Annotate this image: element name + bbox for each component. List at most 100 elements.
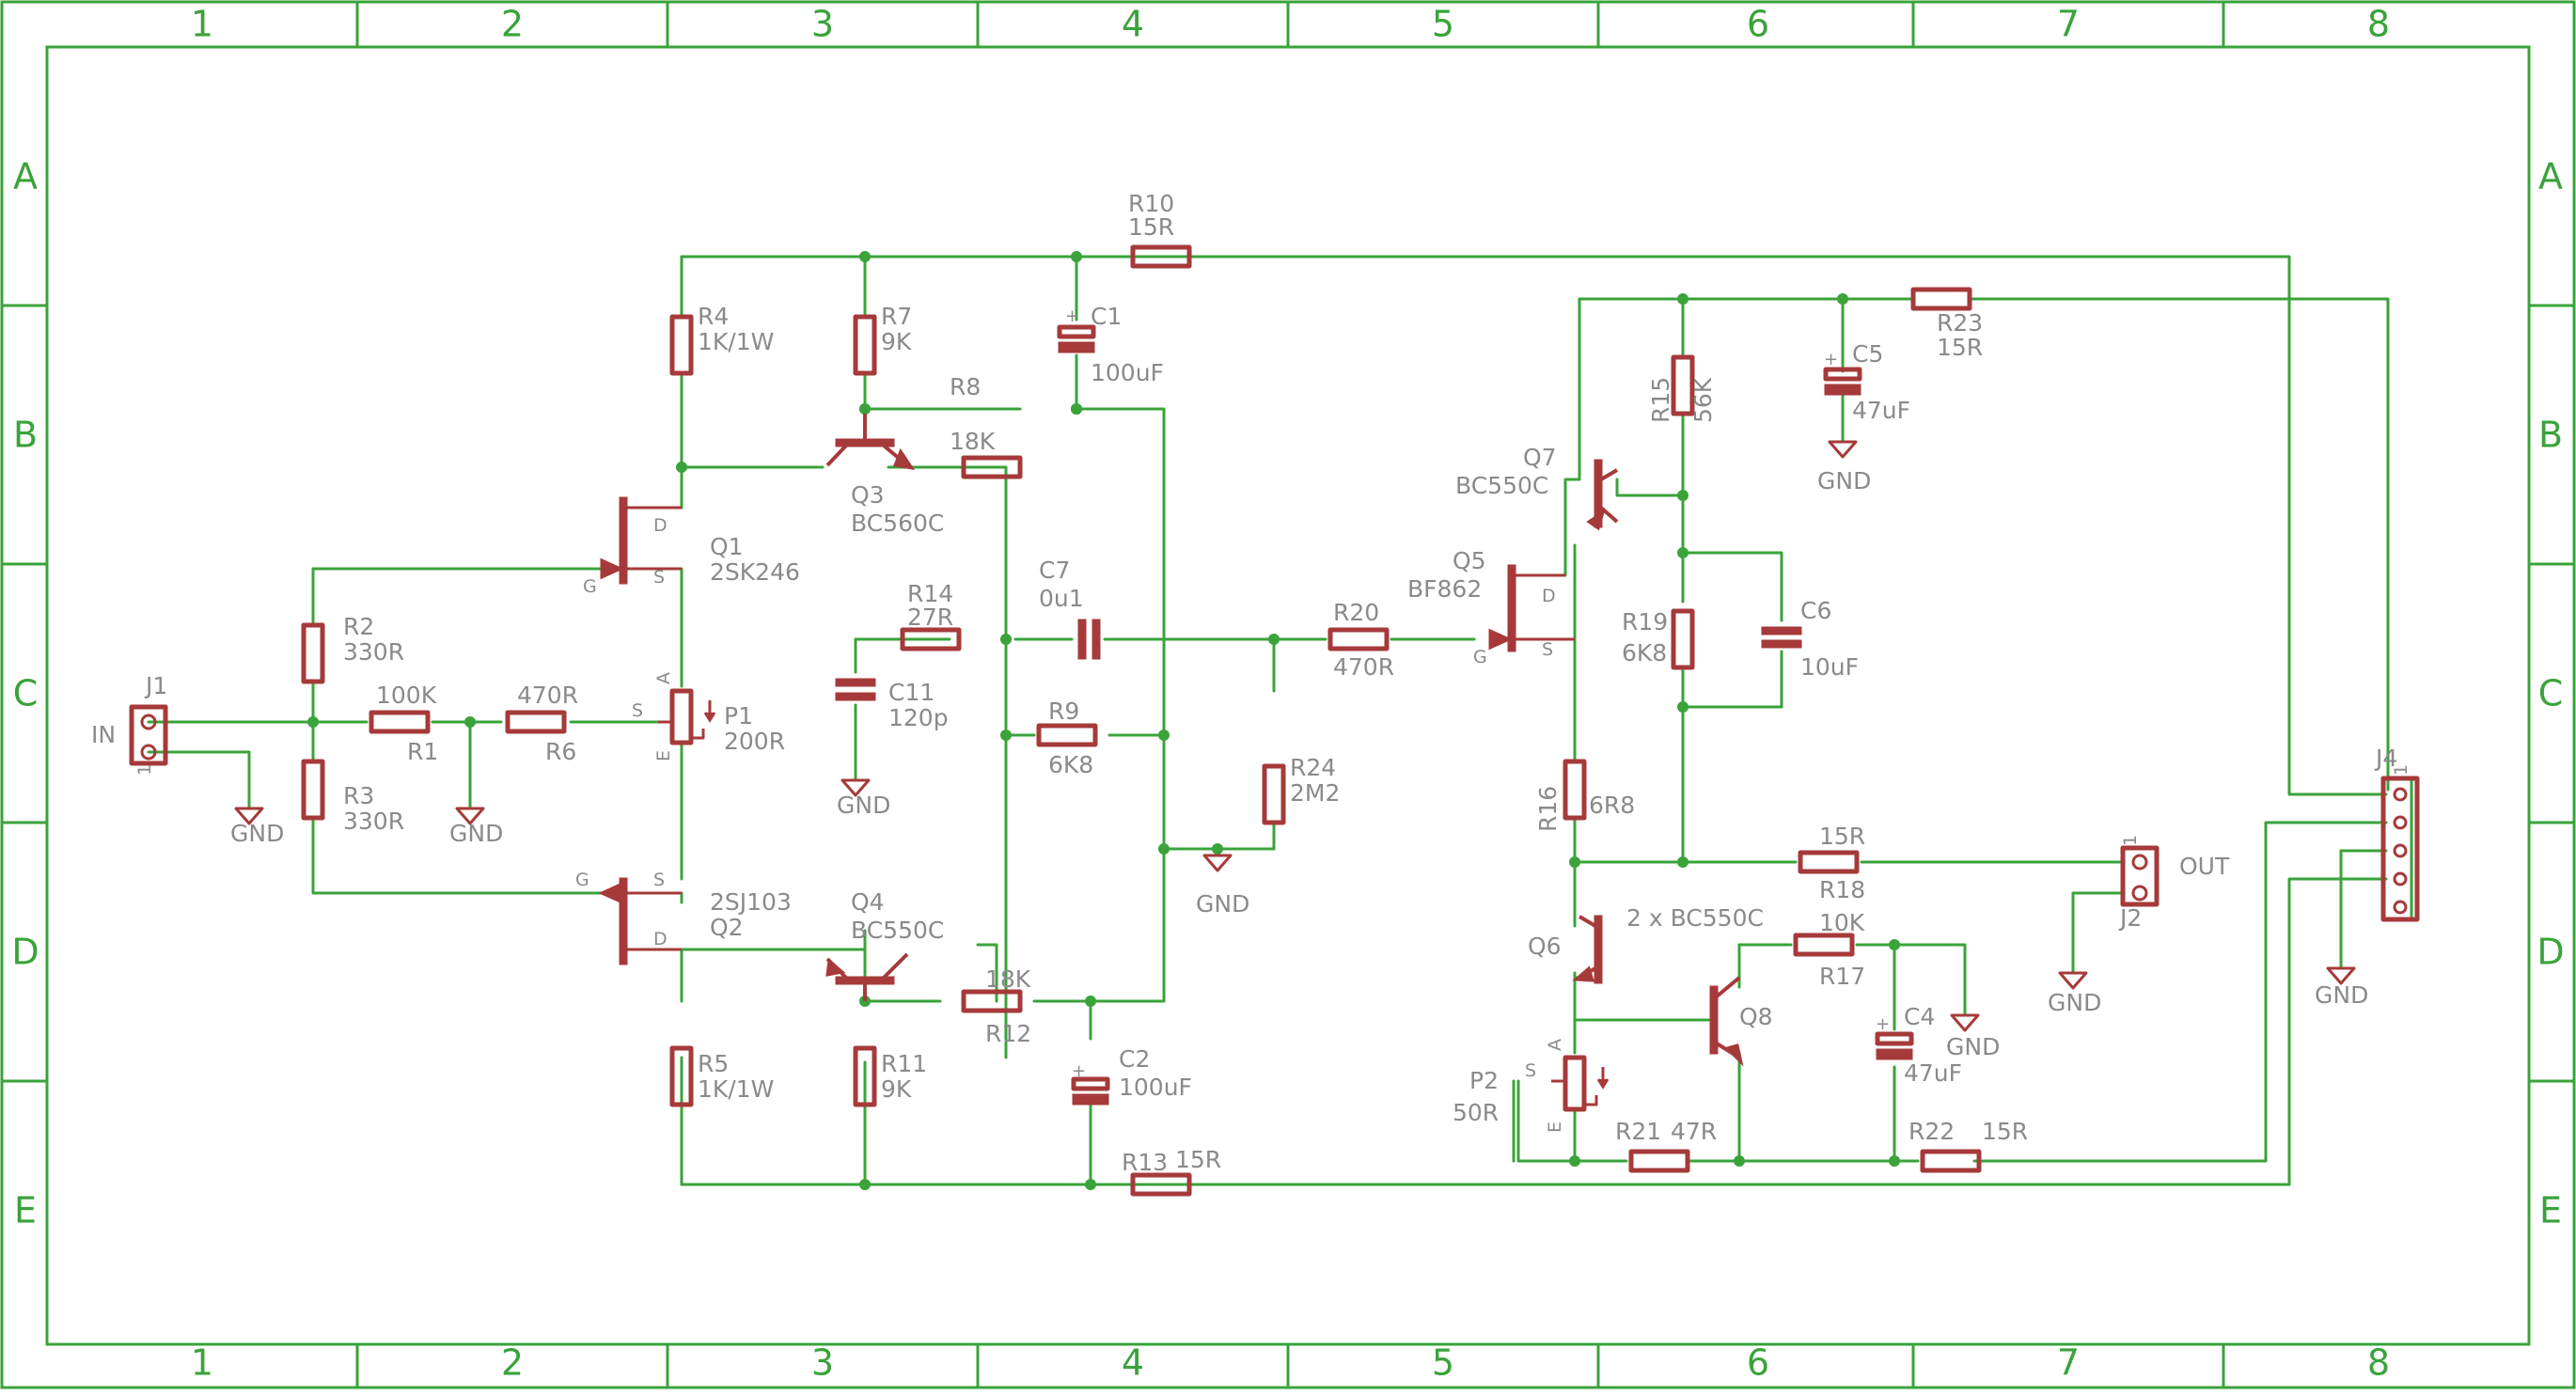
pin-label: S <box>653 870 665 890</box>
label-gnd-r24: GND <box>1196 890 1249 918</box>
svg-text:+: + <box>1065 306 1079 326</box>
junction-dot <box>1085 996 1096 1007</box>
label-gnd-c4: GND <box>1946 1033 2000 1060</box>
label-r9-val: 6K8 <box>1048 751 1093 778</box>
pin-label: D <box>653 929 668 949</box>
label-c1-val: 100uF <box>1091 359 1164 386</box>
junction-dot <box>1889 939 1900 950</box>
label-out: OUT <box>2179 853 2230 880</box>
pin-label: S <box>1525 1060 1536 1081</box>
pin-label: D <box>653 515 668 536</box>
label-r22-name: R22 <box>1908 1118 1955 1145</box>
label-c4-val: 47uF <box>1904 1059 1962 1087</box>
label-r24-name: R24 <box>1290 754 1336 781</box>
junction-dot <box>676 462 687 473</box>
label-q1-name: Q1 <box>710 533 744 560</box>
frame-row-label-A-right: A <box>2538 156 2563 197</box>
jfet-Q5 <box>1488 564 1575 652</box>
label-r14-val: 27R <box>907 604 953 631</box>
label-c7-val: 0u1 <box>1039 585 1084 612</box>
frame-row-label-D-right: D <box>2537 932 2564 973</box>
label-q3-name: Q3 <box>851 481 885 509</box>
svg-text:+: + <box>1876 1014 1890 1034</box>
label-r4-name: R4 <box>698 303 729 330</box>
pin-label: A <box>1545 1039 1565 1051</box>
label-r5-name: R5 <box>698 1050 729 1077</box>
resistor-R8 <box>961 455 1023 479</box>
junction-dot <box>1677 293 1689 305</box>
label-c11-val: 120p <box>888 704 949 731</box>
frame-row-label-B-right: B <box>2538 415 2563 456</box>
junction-dot <box>1158 729 1170 741</box>
junction-dot <box>1677 490 1689 501</box>
junction-dot <box>1734 1155 1745 1167</box>
resistor-R15 <box>1671 354 1695 416</box>
resistor-R20 <box>1327 627 1390 651</box>
resistor-R22 <box>1920 1149 1982 1173</box>
label-r14-name: R14 <box>907 580 953 607</box>
capacitor-C6 <box>1761 626 1802 649</box>
ground-icon <box>1202 854 1233 872</box>
resistor-R5 <box>669 1045 694 1107</box>
resistor-R4 <box>669 314 694 376</box>
junction-dot <box>859 403 871 415</box>
frame-column-label-3-top: 3 <box>811 4 834 45</box>
label-r1-val: 100K <box>376 682 437 709</box>
label-c4-name: C4 <box>1904 1003 1935 1030</box>
pin-label: G <box>575 870 589 890</box>
label-r15-name: R15 <box>1647 377 1674 423</box>
capacitor-C11 <box>835 678 876 701</box>
frame-column-label-3-bottom: 3 <box>811 1342 834 1384</box>
junction-dot <box>1000 729 1012 741</box>
junction-dot <box>1677 547 1689 558</box>
label-r7-name: R7 <box>881 303 912 330</box>
resistor-R9 <box>1036 723 1098 747</box>
label-c5-val: 47uF <box>1852 397 1910 424</box>
ground-icon <box>1828 440 1858 459</box>
junction-dot <box>1071 251 1082 262</box>
frame-row-label-C-left: C <box>13 673 39 714</box>
label-r6-name: R6 <box>545 738 576 765</box>
pin-label: 1 <box>2120 835 2141 846</box>
label-r17-name: R17 <box>1819 963 1865 990</box>
junction-dot <box>1212 843 1223 855</box>
label-r18-name: R18 <box>1819 876 1865 903</box>
label-p1-name: P1 <box>724 702 753 729</box>
resistor-R1 <box>369 710 431 734</box>
label-c2-name: C2 <box>1119 1045 1150 1073</box>
label-q5-name: Q5 <box>1453 547 1486 574</box>
label-r22-val: 15R <box>1982 1118 2028 1145</box>
label-r19-val: 6K8 <box>1622 639 1667 667</box>
potentiometer-P1 <box>658 688 716 745</box>
resistor-R3 <box>301 759 325 821</box>
junction-dot <box>1000 634 1012 645</box>
junction-dot <box>464 716 476 728</box>
pin-label: S <box>1542 639 1553 660</box>
label-r18-val: 15R <box>1819 823 1865 850</box>
label-r1-name: R1 <box>407 738 438 765</box>
ground-icon <box>2326 966 2356 985</box>
junction-dot <box>1837 293 1848 305</box>
junctions <box>307 251 1900 1190</box>
label-r10-val: 15R <box>1128 213 1174 241</box>
label-q4-name: Q4 <box>851 888 885 916</box>
label-gnd-r1: GND <box>449 820 503 847</box>
label-r16-name: R16 <box>1534 786 1562 832</box>
connector-J1 <box>129 704 168 766</box>
resistor-R2 <box>301 622 325 684</box>
pin-label: S <box>632 700 643 721</box>
label-r15-val: 56K <box>1689 377 1717 423</box>
svg-text:+: + <box>1824 350 1838 369</box>
resistor-R7 <box>853 314 877 376</box>
label-p1-val: 200R <box>724 728 785 755</box>
label-r3-name: R3 <box>343 782 374 809</box>
capacitor-C5: + <box>1823 350 1862 396</box>
label-r16-val: 6R8 <box>1589 792 1635 819</box>
ground-icon <box>2058 971 2088 990</box>
pin-label: A <box>653 672 674 684</box>
bjt-Q3 <box>825 414 916 471</box>
junction-dot <box>1677 701 1689 713</box>
